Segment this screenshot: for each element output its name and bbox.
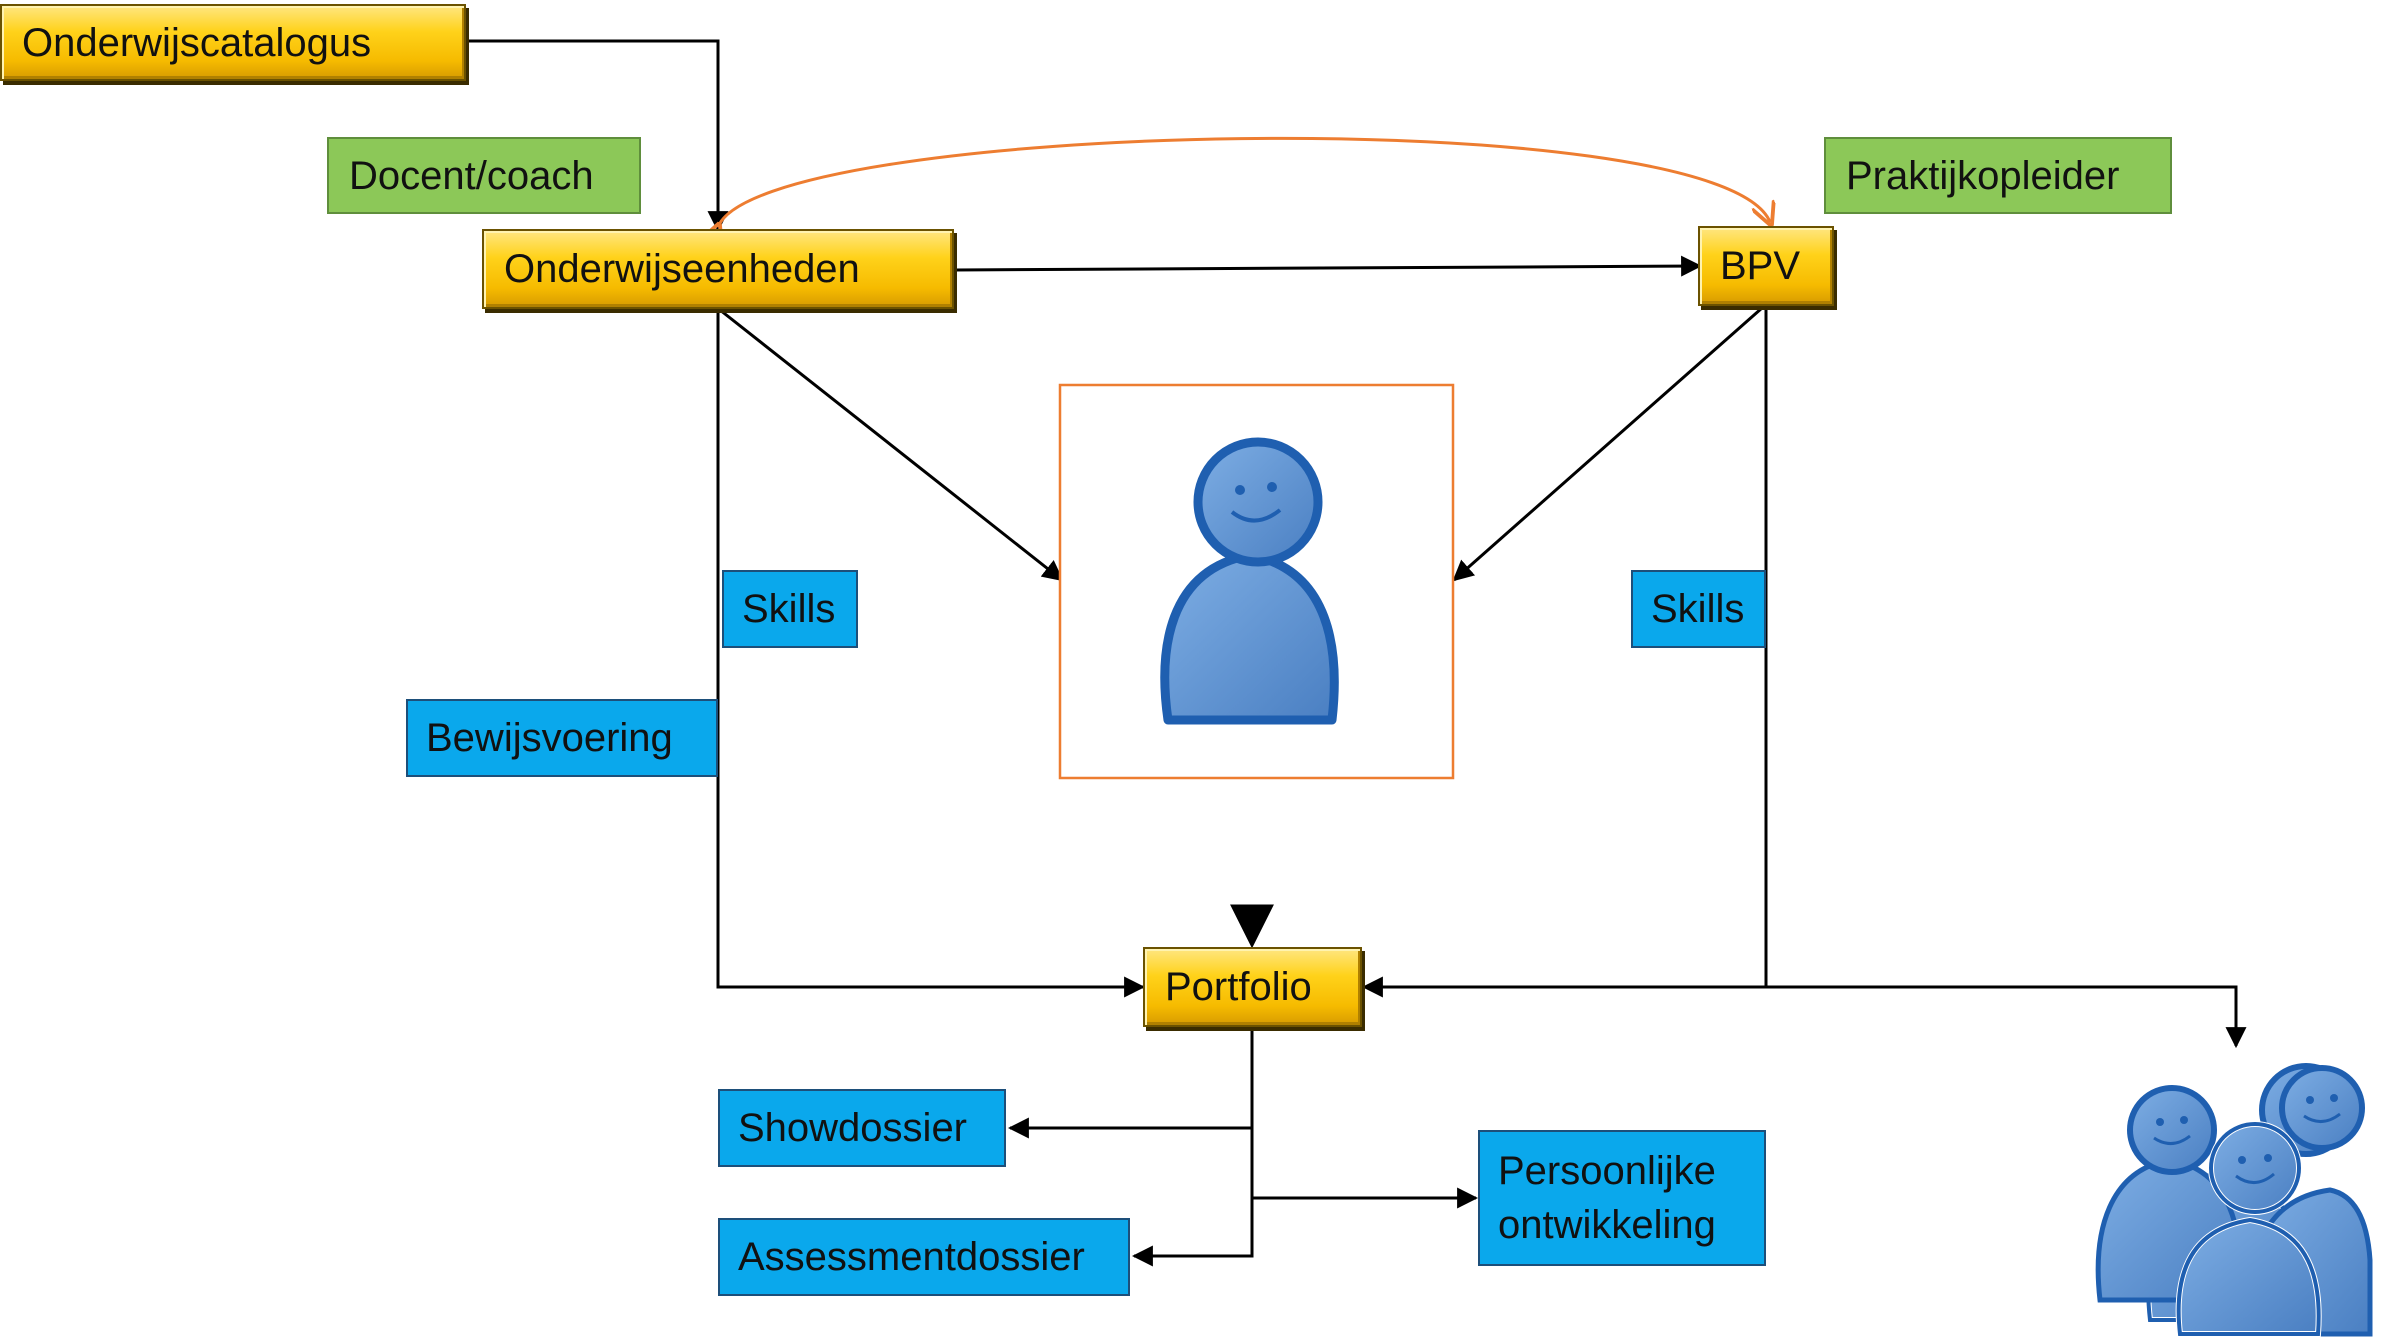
node-assessmentdossier: Assessmentdossier: [718, 1218, 1130, 1296]
label-bewijsvoering-text: Bewijsvoering: [426, 716, 673, 760]
label-skills-right: Skills: [1631, 570, 1766, 648]
group-figures-icon: [2095, 1063, 2373, 1337]
arrow-onderwijseenheden-bpv-curve: [718, 136, 1770, 227]
arrow-portfolio-to-assessmentdossier: [1131, 1128, 1254, 1267]
node-onderwijscatalogus-label: Onderwijscatalogus: [22, 20, 372, 65]
arrow-catalogus-to-onderwijseenheden: [466, 39, 729, 233]
label-skills-left-text: Skills: [742, 587, 836, 631]
node-onderwijseenheden: Onderwijseenheden: [482, 229, 954, 309]
node-onderwijscatalogus: Onderwijscatalogus: [0, 4, 466, 81]
arrow-portfolio-to-group: [1766, 985, 2247, 1049]
arrow-onderwijseenheden-to-bpv: [954, 255, 1703, 277]
node-bpv-label: BPV: [1720, 244, 1801, 288]
node-showdossier: Showdossier: [718, 1089, 1006, 1167]
arrow-portfolio-to-showdossier: [1007, 1025, 1254, 1139]
role-docent-coach-label: Docent/coach: [349, 153, 594, 198]
node-showdossier-label: Showdossier: [738, 1106, 968, 1150]
node-onderwijseenheden-label: Onderwijseenheden: [504, 247, 860, 291]
node-bpv: BPV: [1698, 226, 1834, 306]
arrow-onderwijseenheden-to-student: [719, 308, 1064, 582]
role-praktijkopleider-label: Praktijkopleider: [1846, 153, 2120, 198]
label-skills-right-text: Skills: [1651, 587, 1745, 631]
node-portfolio: Portfolio: [1143, 947, 1362, 1027]
label-bewijsvoering: Bewijsvoering: [406, 699, 718, 777]
node-persoonlijke-ontwikkeling-label: Persoonlijke ontwikkeling: [1498, 1149, 1716, 1247]
node-persoonlijke-ontwikkeling: Persoonlijke ontwikkeling: [1478, 1130, 1766, 1266]
node-assessmentdossier-label: Assessmentdossier: [738, 1235, 1085, 1279]
role-praktijkopleider: Praktijkopleider: [1824, 137, 2172, 214]
arrow-left-path-to-portfolio: [716, 310, 1146, 998]
role-docent-coach: Docent/coach: [327, 137, 641, 214]
arrow-bpv-to-student: [1452, 306, 1763, 582]
student-figure-icon: [1160, 437, 1339, 725]
node-portfolio-label: Portfolio: [1165, 965, 1312, 1009]
label-skills-left: Skills: [722, 570, 858, 648]
